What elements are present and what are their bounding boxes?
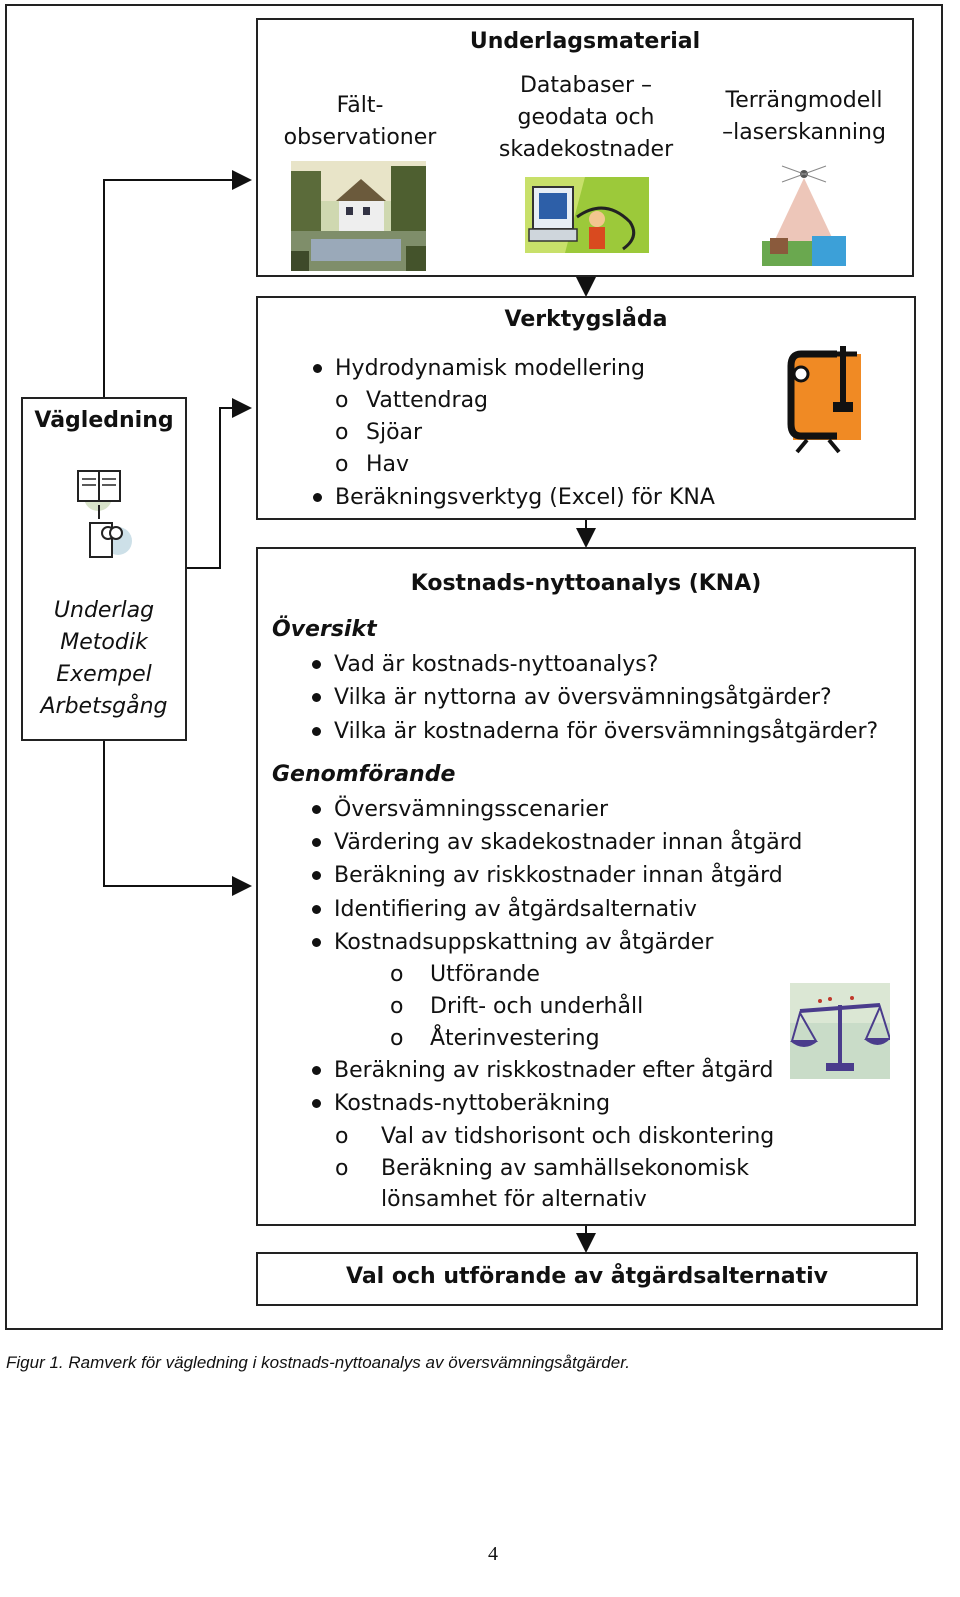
genomforande-subitem: Val av tidshorisont och diskontering (381, 1124, 775, 1149)
final-box (256, 1252, 918, 1306)
verktyg-s2: Sjöar (366, 420, 423, 445)
laser-scanning-icon (762, 156, 846, 266)
vagledning-item: Underlag (53, 598, 155, 623)
genomforande-item: Identifiering av åtgärdsalternativ (334, 897, 697, 922)
bullet (313, 364, 322, 373)
genomforande-item: Kostnads-nyttoberäkning (334, 1091, 611, 1116)
col1-line1: Fält- (336, 93, 384, 118)
genomforande-item: Beräkning av riskkostnader innan åtgärd (334, 863, 783, 888)
verktyg-b1: Hydrodynamisk modellering (335, 356, 645, 381)
bullet (312, 838, 321, 847)
genomforande-subitem: Beräkning av samhällsekonomisk (381, 1156, 749, 1181)
genomforande-item: Kostnadsuppskattning av åtgärder (334, 930, 714, 955)
vagledning-title: Vägledning (34, 408, 174, 433)
kna-box (256, 547, 916, 1226)
oversikt-heading: Översikt (272, 617, 377, 642)
genomforande-subitem-cont: lönsamhet för alternativ (381, 1187, 647, 1212)
col2-line3: skadekostnader (498, 137, 674, 162)
connector-lines (103, 170, 596, 1253)
clamp-tool-icon (787, 346, 861, 454)
genomforande-subitem: Utförande (430, 962, 540, 987)
vagledning-items: Underlag Metodik Exempel Arbetsgång (21, 595, 187, 723)
vagledning-box (21, 397, 187, 741)
arrow-to-kna (103, 741, 252, 896)
verktyg-s3: Hav (366, 452, 410, 477)
underlag-col2: Databaser – geodata och skadekostnader (486, 70, 686, 166)
bullet (312, 938, 321, 947)
bullet (312, 727, 321, 736)
vagledning-item: Exempel (56, 662, 152, 687)
genomforande-item: Översvämningsscenarier (334, 797, 608, 822)
sub-marker: o (390, 994, 404, 1019)
sub-marker: o (390, 1026, 404, 1051)
bullet (312, 805, 321, 814)
oversikt-item: Vad är kostnads-nyttoanalys? (334, 652, 659, 677)
bullet (312, 1066, 321, 1075)
page-number: 4 (488, 1543, 498, 1565)
bullet (312, 871, 321, 880)
underlag-title: Underlagsmaterial (469, 29, 701, 54)
bullet (312, 660, 321, 669)
genomforande-heading: Genomförande (272, 762, 456, 787)
bullet (312, 1099, 321, 1108)
col3-line1: Terrängmodell (725, 88, 883, 113)
bullet (312, 905, 321, 914)
book-guidance-icon (77, 470, 132, 558)
col1-line2: observationer (283, 125, 437, 150)
kna-title: Kostnads-nyttoanalys (KNA) (410, 571, 762, 596)
sub-marker: o (335, 1156, 349, 1181)
arrow-to-verktyg (187, 398, 252, 569)
col2-line2: geodata och (517, 105, 655, 130)
col3-line2: –laserskanning (722, 120, 886, 145)
sub-marker: o (335, 388, 349, 413)
vagledning-item: Metodik (60, 630, 148, 655)
genomforande-item: Beräkning av riskkostnader efter åtgärd (334, 1058, 774, 1083)
figure-caption: Figur 1. Ramverk för vägledning i kostna… (6, 1353, 630, 1372)
balance-scale-icon (790, 983, 890, 1079)
sub-marker: o (335, 420, 349, 445)
genomforande-subitem: Drift- och underhåll (430, 994, 644, 1019)
final-title: Val och utförande av åtgärdsalternativ (346, 1264, 828, 1289)
arrow-to-underlag (103, 170, 252, 397)
bullet (312, 693, 321, 702)
underlag-col3: Terrängmodell –laserskanning (714, 85, 894, 149)
sub-marker: o (335, 1124, 349, 1149)
oversikt-item: Vilka är nyttorna av översvämningsåtgärd… (334, 685, 832, 710)
underlag-col1: Fält- observationer (270, 90, 450, 154)
verktyg-title: Verktygslåda (504, 307, 668, 332)
house-landscape-icon (291, 161, 426, 271)
verktyg-b2: Beräkningsverktyg (Excel) för KNA (335, 485, 715, 510)
col2-line1: Databaser – (519, 73, 652, 98)
oversikt-item: Vilka är kostnaderna för översvämningsåt… (334, 719, 879, 744)
sub-marker: o (335, 452, 349, 477)
vagledning-item: Arbetsgång (40, 694, 168, 719)
computer-database-icon (525, 177, 649, 253)
bullet (313, 493, 322, 502)
genomforande-subitem: Återinvestering (430, 1026, 600, 1051)
sub-marker: o (390, 962, 404, 987)
genomforande-item: Värdering av skadekostnader innan åtgärd (334, 830, 803, 855)
verktyg-s1: Vattendrag (366, 388, 489, 413)
